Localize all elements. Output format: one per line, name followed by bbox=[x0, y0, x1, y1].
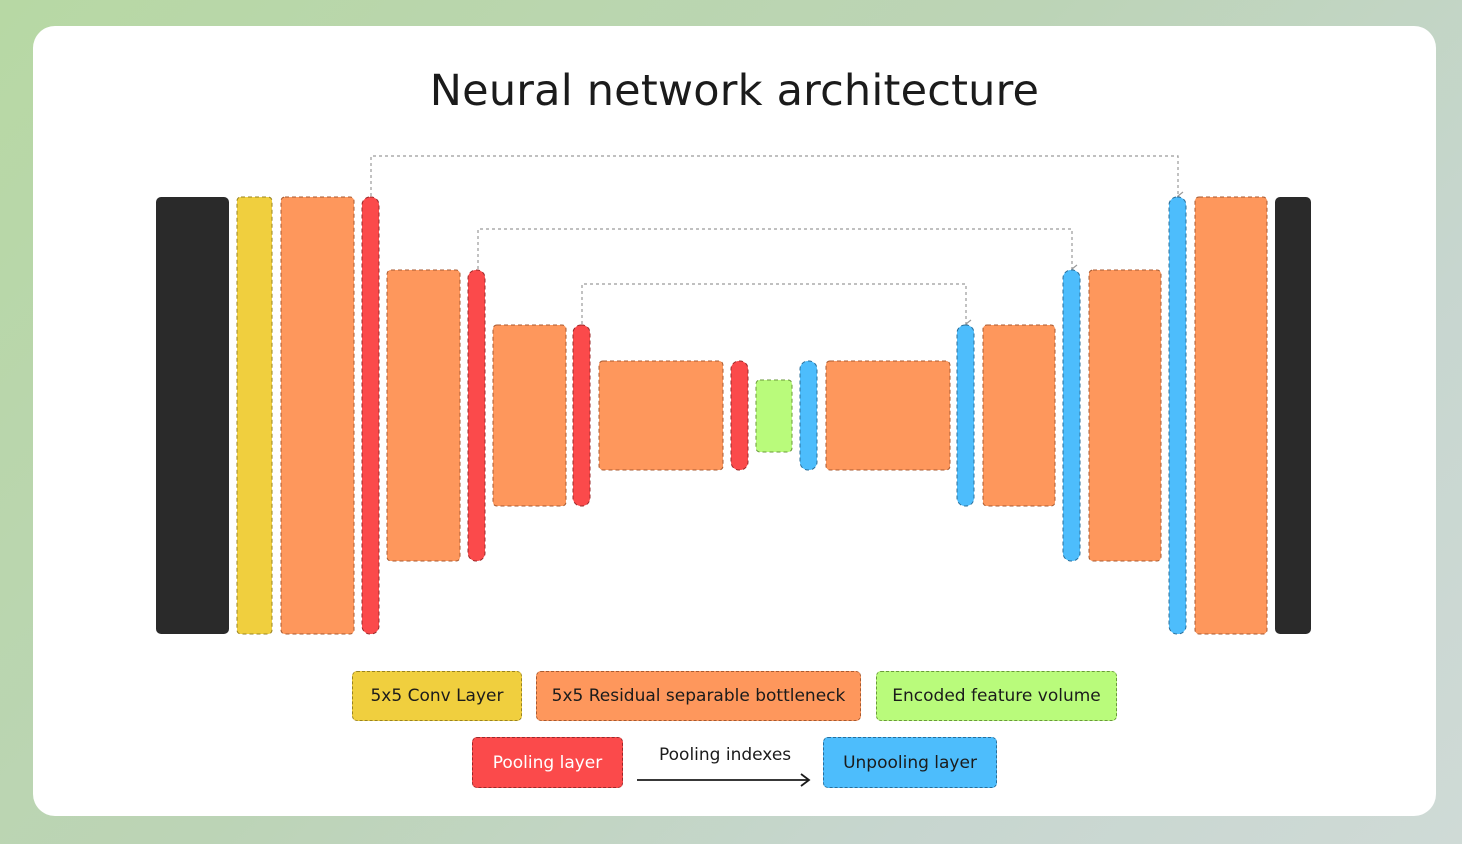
architecture-diagram bbox=[156, 155, 1311, 787]
skip-connection-2 bbox=[477, 228, 1078, 274]
output-layer bbox=[1275, 197, 1311, 634]
legend-unpooling-label: Unpooling layer bbox=[843, 752, 977, 773]
legend-pooling-indexes-label: Pooling indexes bbox=[659, 745, 792, 765]
encoded-feature-volume bbox=[755, 379, 793, 453]
residual-block-4 bbox=[598, 360, 724, 471]
residual-block-6 bbox=[982, 324, 1056, 507]
page-title: Neural network architecture bbox=[429, 66, 1040, 116]
skip-connection-3 bbox=[581, 283, 972, 329]
encoder-layers bbox=[156, 196, 749, 635]
unpooling-layer-4 bbox=[799, 360, 818, 471]
legend-encoded-label: Encoded feature volume bbox=[892, 686, 1101, 706]
residual-block-8 bbox=[1194, 196, 1268, 635]
residual-block-1 bbox=[280, 196, 355, 635]
conv-layer bbox=[236, 196, 273, 635]
legend-unpooling-layer: Unpooling layer bbox=[823, 737, 997, 788]
pooling-layer-2 bbox=[467, 269, 486, 562]
skip-connection-1 bbox=[370, 155, 1184, 201]
skip-connections bbox=[370, 155, 1184, 329]
legend-conv-label: 5x5 Conv Layer bbox=[370, 686, 504, 706]
pooling-layer-1 bbox=[361, 196, 380, 635]
residual-block-2 bbox=[386, 269, 461, 562]
unpooling-layer-3 bbox=[956, 324, 975, 507]
diagram-card: Neural network architecture bbox=[33, 26, 1436, 816]
legend-pooling-layer: Pooling layer bbox=[472, 737, 623, 788]
legend-conv-layer: 5x5 Conv Layer bbox=[352, 671, 522, 721]
residual-block-3 bbox=[492, 324, 567, 507]
pooling-layer-4 bbox=[730, 360, 749, 471]
legend-encoded-feature-volume: Encoded feature volume bbox=[876, 671, 1117, 721]
input-layer bbox=[156, 197, 229, 634]
legend-residual-label: 5x5 Residual separable bottleneck bbox=[551, 686, 846, 706]
pooling-layer-3 bbox=[572, 324, 591, 507]
legend-residual-bottleneck: 5x5 Residual separable bottleneck bbox=[536, 671, 861, 721]
unpooling-layer-2 bbox=[1062, 269, 1081, 562]
residual-block-5 bbox=[825, 360, 951, 471]
residual-block-7 bbox=[1088, 269, 1162, 562]
legend-pooling-label: Pooling layer bbox=[492, 752, 603, 773]
unpooling-layer-1 bbox=[1168, 196, 1187, 635]
decoder-layers bbox=[799, 196, 1311, 635]
